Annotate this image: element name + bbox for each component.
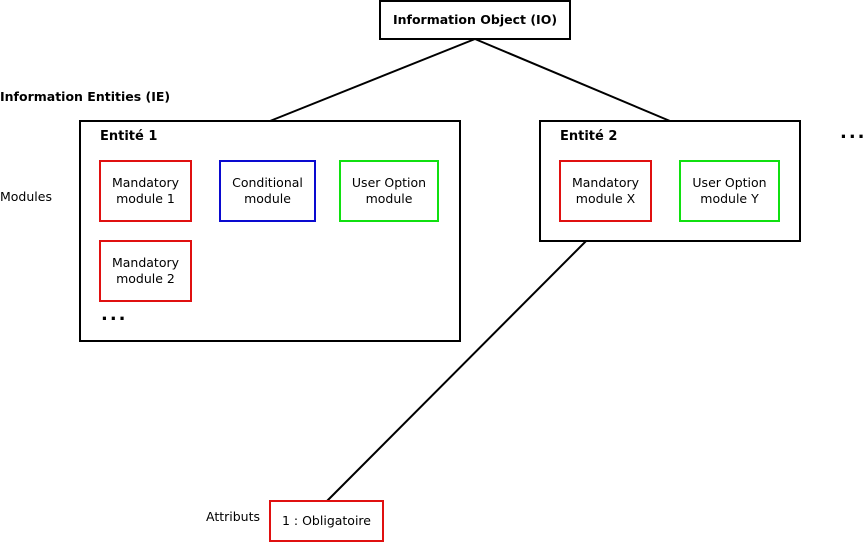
mandatory-module-2: Mandatory module 2 — [99, 240, 192, 302]
information-object-box: Information Object (IO) — [379, 0, 571, 40]
moduleX-to-attribute-line — [326, 220, 607, 502]
mandatory-module-x: Mandatory module X — [559, 160, 652, 222]
conditional-module: Conditional module — [219, 160, 316, 222]
entity-1-box: Entité 1 — [79, 120, 461, 342]
attributs-label: Attributs — [206, 509, 261, 524]
information-entities-label: Information Entities (IE) — [0, 89, 171, 104]
entity-2-title: Entité 2 — [560, 129, 618, 144]
mandatory-module-1: Mandatory module 1 — [99, 160, 192, 222]
io-to-entity2-line — [474, 38, 671, 122]
more-entities-ellipsis: ... — [840, 122, 866, 143]
user-option-module-y: User Option module Y — [679, 160, 780, 222]
io-to-entity1-line — [269, 38, 476, 122]
entity-1-title: Entité 1 — [100, 129, 158, 144]
modules-label: Modules — [0, 189, 52, 204]
entity-1-more-ellipsis: ... — [101, 304, 128, 325]
attribute-obligatoire-box: 1 : Obligatoire — [269, 500, 384, 542]
user-option-module: User Option module — [339, 160, 439, 222]
